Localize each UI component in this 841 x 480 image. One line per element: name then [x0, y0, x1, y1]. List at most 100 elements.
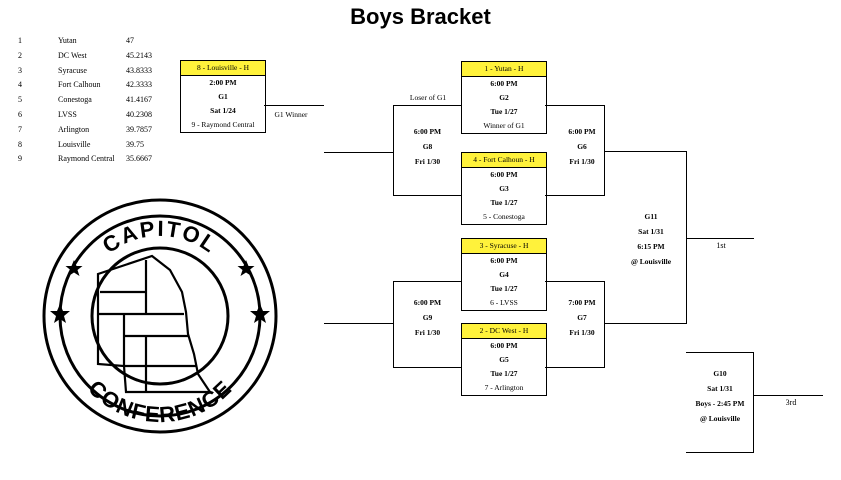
g10-date: Sat 1/31 [707, 384, 733, 393]
g9-date: Fri 1/30 [414, 328, 441, 337]
g10-location: @ Louisville [699, 414, 741, 423]
seed-number: 7 [18, 124, 22, 134]
g9-time: 6:00 PM [413, 298, 442, 307]
bracket-line [545, 105, 605, 106]
bracket-line [393, 281, 461, 282]
bracket-line [686, 352, 754, 353]
bracket-line [604, 151, 686, 152]
g8-loser-label: Loser of G1 [409, 93, 447, 102]
g3-time: 6:00 PM [490, 170, 518, 179]
g8-date: Fri 1/30 [414, 157, 441, 166]
g5-away-team: 7 - Arlington [484, 383, 524, 392]
bracket-line [686, 238, 754, 239]
g1-date: Sat 1/24 [210, 106, 236, 115]
g5-time: 6:00 PM [490, 341, 518, 350]
seed-team: Louisville [58, 139, 91, 149]
page-title: Boys Bracket [350, 4, 491, 29]
g4-date: Tue 1/27 [490, 284, 518, 293]
capitol-conference-logo: CAPITOL CONFERENCE [42, 198, 278, 434]
g2-date: Tue 1/27 [490, 107, 518, 116]
g1-time: 2:00 PM [209, 78, 237, 87]
g11-game-id: G11 [644, 212, 658, 221]
g1-winner-label: G1 Winner [274, 110, 308, 119]
g3-away-team: 5 - Conestoga [483, 212, 525, 221]
g6-game-id: G6 [577, 142, 587, 151]
g1-away-team: 9 - Raymond Central [191, 120, 255, 129]
bracket-line [393, 105, 394, 195]
seed-team: Fort Calhoun [58, 80, 101, 90]
seed-score: 41.4167 [126, 95, 152, 105]
bracket-line [604, 281, 605, 367]
bracket-line [604, 323, 686, 324]
bracket-line [686, 151, 687, 324]
seed-number: 9 [18, 154, 22, 164]
g6-info: 6:00 PM G6 Fri 1/30 [554, 124, 610, 169]
g10-info: G10 Sat 1/31 Boys - 2:45 PM @ Louisville [680, 366, 760, 426]
g4-away-team: 6 - LVSS [490, 298, 518, 307]
g11-time: 6:15 PM [637, 242, 665, 251]
seed-score: 39.7857 [126, 124, 152, 134]
bracket-line [753, 352, 754, 453]
bracket-line [545, 281, 605, 282]
star-icon [50, 260, 270, 323]
svg-text:CAPITOL: CAPITOL [98, 216, 222, 258]
seed-score: 47 [126, 36, 134, 45]
bracket-line [604, 105, 605, 195]
seed-row: 8 Louisville 39.75 [18, 140, 218, 155]
g4-home-team: 3 - Syracuse - H [462, 239, 546, 254]
seed-team: LVSS [58, 109, 77, 119]
nebraska-map-icon [96, 254, 213, 394]
g8-info: 6:00 PM G8 Fri 1/30 [400, 124, 455, 169]
g7-game-id: G7 [577, 313, 587, 322]
g8-time: 6:00 PM [413, 127, 442, 136]
bracket-line [545, 195, 605, 196]
seed-number: 1 [18, 36, 22, 45]
game-g1-box: 8 - Louisville - H 2:00 PM G1 Sat 1/24 9… [180, 60, 266, 133]
seed-row: 6 LVSS 40.2308 [18, 110, 218, 125]
g11-location: @ Louisville [630, 257, 672, 266]
seed-team: Arlington [58, 124, 90, 134]
g4-game-id: G4 [499, 270, 509, 279]
g11-info: G11 Sat 1/31 6:15 PM @ Louisville [616, 209, 686, 269]
seed-score: 40.2308 [126, 109, 152, 119]
g2-home-team: 1 - Yutan - H [462, 62, 546, 77]
g4-time: 6:00 PM [490, 256, 518, 265]
game-g4-box: 3 - Syracuse - H 6:00 PM G4 Tue 1/27 6 -… [461, 238, 547, 311]
bracket-line [324, 323, 393, 324]
g2-time: 6:00 PM [490, 79, 518, 88]
g1-game-id: G1 [218, 92, 228, 101]
bracket-line [393, 281, 394, 367]
g2-away-team: Winner of G1 [483, 121, 525, 130]
g7-time: 7:00 PM [568, 298, 596, 307]
bracket-line [324, 152, 393, 153]
seed-team: Raymond Central [58, 154, 115, 164]
bracket-line [264, 105, 324, 106]
g9-info: 6:00 PM G9 Fri 1/30 [400, 295, 455, 340]
g11-date: Sat 1/31 [638, 227, 664, 236]
seed-number: 6 [18, 109, 22, 119]
g7-date: Fri 1/30 [569, 328, 595, 337]
g10-game-id: G10 [713, 369, 727, 378]
g3-date: Tue 1/27 [490, 198, 518, 207]
seed-number: 8 [18, 139, 22, 149]
seed-team: DC West [58, 50, 87, 60]
g10-time: Boys - 2:45 PM [695, 399, 745, 408]
seed-number: 3 [18, 65, 22, 75]
bracket-line [686, 452, 754, 453]
g7-info: 7:00 PM G7 Fri 1/30 [554, 295, 610, 340]
g3-game-id: G3 [499, 184, 509, 193]
g2-game-id: G2 [499, 93, 509, 102]
bracket-line [393, 367, 461, 368]
g6-date: Fri 1/30 [569, 157, 595, 166]
seed-team: Syracuse [58, 65, 87, 75]
g8-game-id: G8 [422, 142, 433, 151]
bracket-line [753, 395, 823, 396]
seed-score: 39.75 [126, 139, 144, 149]
